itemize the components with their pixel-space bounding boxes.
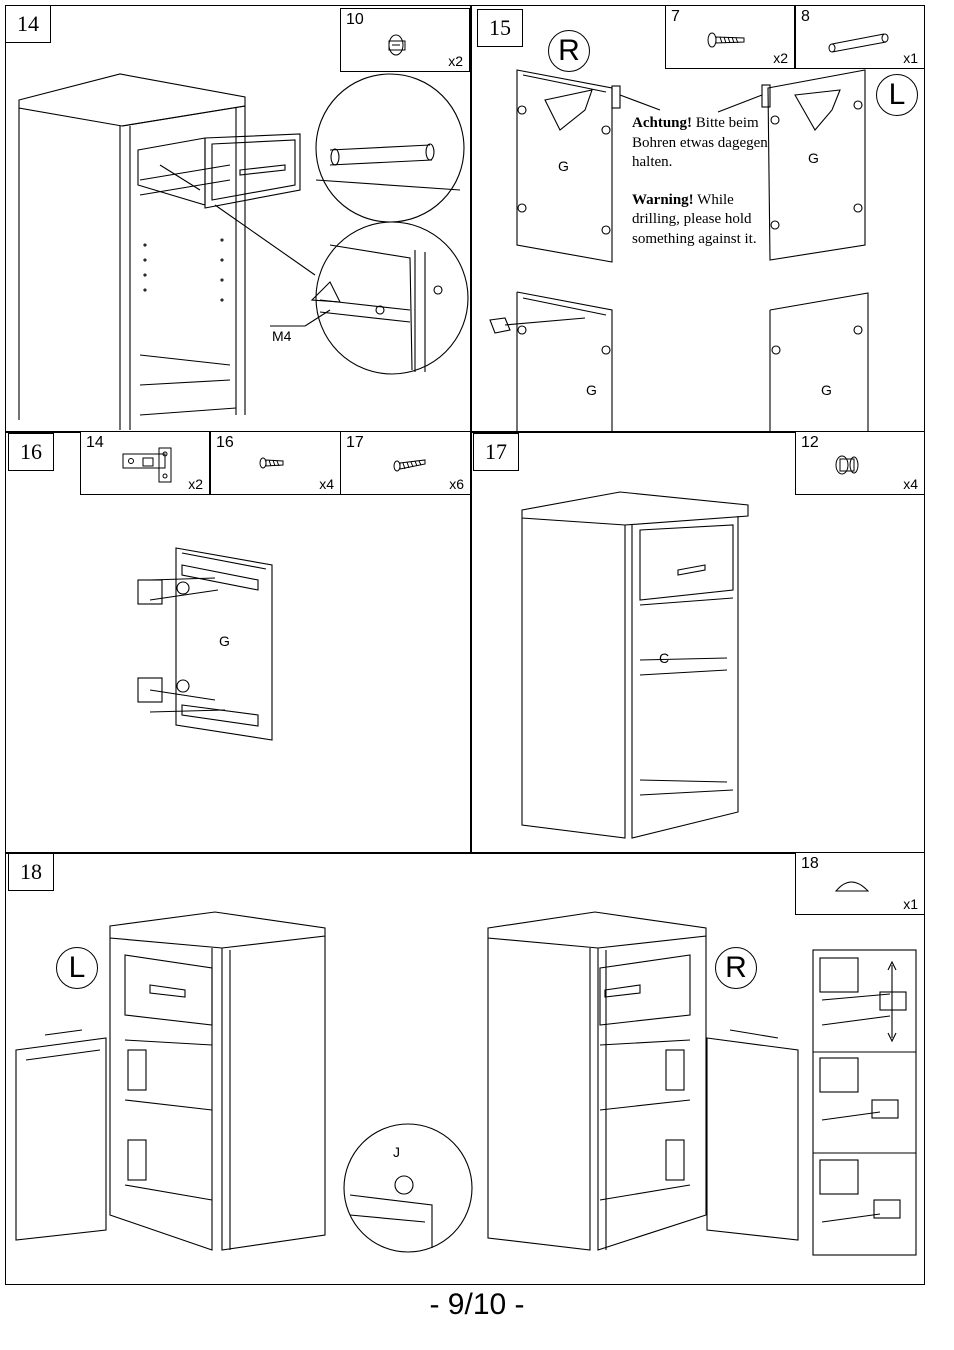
part-box: 12 x4: [795, 431, 925, 495]
detail-circle: [343, 1123, 473, 1253]
part-number: 12: [801, 434, 819, 451]
cabinet-drawing: [18, 73, 331, 430]
knob-icon: [835, 455, 859, 475]
cabinet-drawing: [521, 491, 749, 839]
step-number: 14: [5, 5, 51, 43]
page-number: - 9/10 -: [429, 1288, 525, 1321]
hinge-adjustment-panel: [812, 949, 917, 1256]
drilling-warning: Achtung! Bitte beim Bohren etwas dagegen…: [632, 114, 782, 267]
left-side-label: L: [56, 947, 98, 989]
part-box: 17 x6: [340, 431, 471, 495]
right-side-label: R: [548, 30, 590, 72]
dowel-icon: [828, 33, 889, 53]
door-panel: [489, 69, 869, 432]
warning-text-en: While drilling, please hold something ag…: [632, 191, 757, 247]
part-box: 14 x2: [80, 431, 210, 495]
part-number: 7: [671, 8, 680, 25]
door-with-hinges: [137, 547, 273, 741]
right-side-label: R: [715, 947, 757, 989]
part-box: 18 x1: [795, 852, 925, 915]
screw-icon: [259, 457, 284, 469]
part-box: 8 x1: [795, 5, 925, 69]
screw-head-icon: [388, 34, 406, 56]
part-qty: x6: [449, 476, 464, 492]
panel-letter: G: [586, 382, 597, 398]
step-number: 15: [477, 9, 523, 47]
part-qty: x1: [903, 896, 918, 912]
step-number: 18: [8, 853, 54, 891]
divider: [470, 5, 472, 853]
page-frame: [5, 5, 925, 1285]
part-box: 10 x2: [340, 8, 470, 72]
screw-icon: [393, 459, 426, 472]
step-number: 16: [8, 433, 54, 471]
part-box: 7 x2: [665, 5, 795, 69]
part-number: 17: [346, 434, 364, 451]
hinge-icon: [122, 447, 172, 483]
warning-title-de: Achtung!: [632, 115, 693, 131]
panel-letter: G: [558, 158, 569, 174]
shelf-letter: C: [659, 650, 670, 666]
panel-letter: G: [808, 150, 819, 166]
detail-circle: [315, 221, 469, 375]
part-qty: x1: [903, 50, 918, 66]
cabinet-drawing-left: [15, 911, 326, 1251]
step-number: 17: [473, 433, 519, 471]
panel-letter: G: [219, 633, 230, 649]
part-number: 8: [801, 8, 810, 25]
divider: [5, 852, 925, 854]
part-qty: x2: [188, 476, 203, 492]
part-number: 16: [216, 434, 234, 451]
part-number: 10: [346, 11, 364, 28]
part-qty: x2: [773, 50, 788, 66]
left-side-label: L: [876, 74, 918, 116]
m4-label: M4: [272, 328, 292, 344]
part-qty: x4: [903, 476, 918, 492]
detail-circle: [315, 73, 465, 223]
panel-letter: G: [821, 382, 832, 398]
screw-icon: [707, 32, 745, 48]
cabinet-drawing-right: [487, 911, 799, 1251]
part-number: 14: [86, 434, 104, 451]
warning-title-en: Warning!: [632, 191, 694, 208]
part-number: 18: [801, 855, 819, 872]
detail-letter: J: [393, 1144, 400, 1160]
warning-text-de: Bitte beim Bohren etwas dagegen halten.: [632, 115, 768, 170]
part-qty: x4: [319, 476, 334, 492]
part-qty: x2: [448, 53, 463, 69]
cap-icon: [834, 881, 870, 892]
